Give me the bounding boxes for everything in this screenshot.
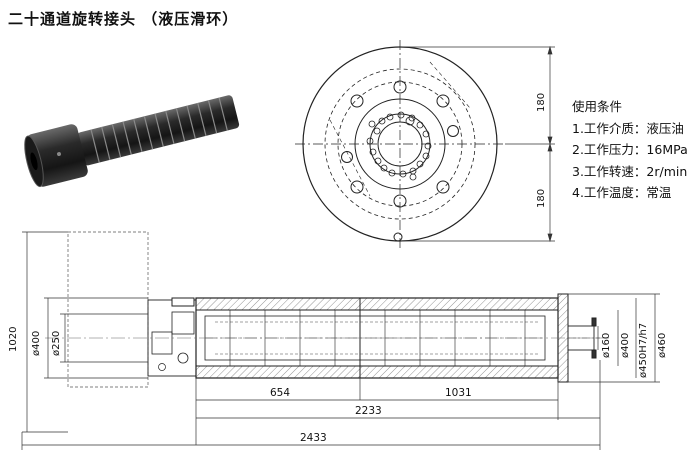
end-view [295,40,505,248]
dim-400-left: ø400 [31,330,42,356]
condition-item: 1.工作介质：液压油 [572,120,684,136]
dim-250: ø250 [51,330,62,356]
dim-460: ø460 [657,332,668,358]
product-photo [24,95,240,188]
section-view [45,231,610,388]
right-dimensions [568,293,660,383]
left-dimensions [22,231,148,433]
condition-item: 2.工作压力：16MPa [572,142,688,157]
page-title: 二十通道旋转接头 （液压滑环） [8,10,239,28]
dim-160: ø160 [601,332,612,358]
dim-1020: 1020 [8,326,19,352]
dim-400-right: ø400 [620,332,631,358]
condition-item: 4.工作温度：常温 [572,185,672,200]
dim-2233: 2233 [355,405,382,417]
dim-654: 654 [270,387,291,399]
condition-item: 3.工作转速：2r/min [572,163,688,179]
dim-1031: 1031 [445,387,472,399]
usage-conditions: 使用条件 1.工作介质：液压油 2.工作压力：16MPa 3.工作转速：2r/m… [572,96,688,204]
dim-180-lower: 180 [536,188,547,208]
conditions-heading: 使用条件 [572,99,623,114]
dim-450: ø450H7/h7 [638,322,649,378]
dim-180-upper: 180 [536,92,547,112]
bottom-dimensions [21,360,601,450]
dim-2433: 2433 [300,432,327,444]
end-view-dimension [400,45,555,243]
